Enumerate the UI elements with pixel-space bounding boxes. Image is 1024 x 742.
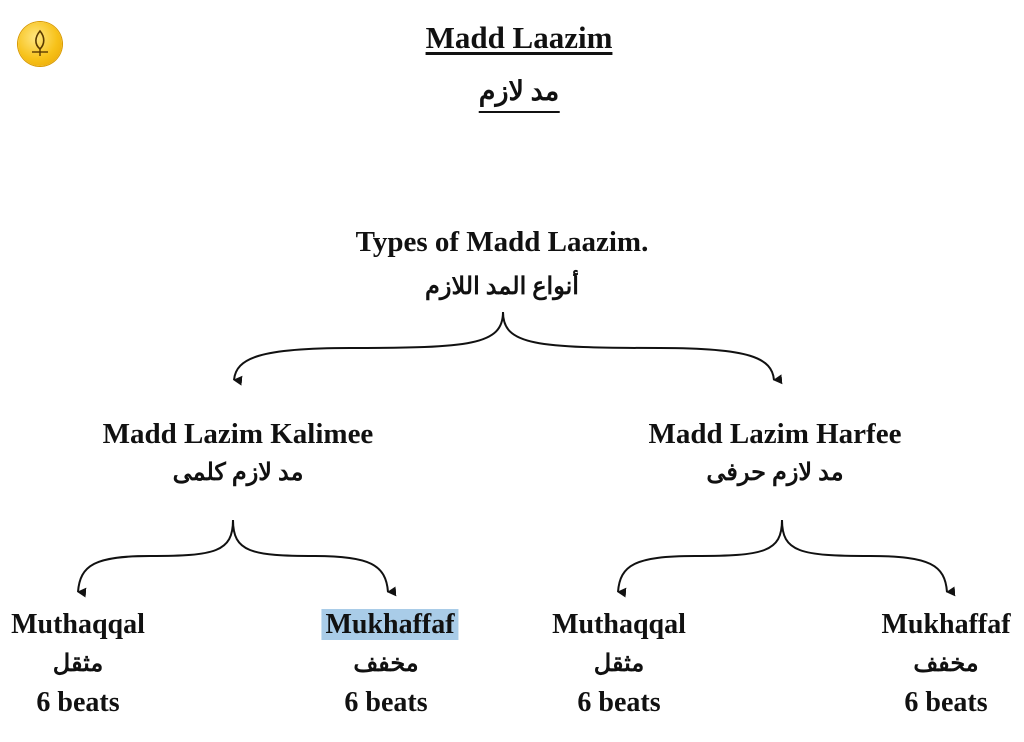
root-node-arabic: أنواع المد اللازم [425, 274, 579, 300]
leaf-kalimee-muthaqqal-title: Muthaqqal [11, 609, 145, 640]
branch-kalimee-arabic: مد لازم كلمى [172, 460, 304, 486]
branch-harfee-title: Madd Lazim Harfee [648, 418, 902, 450]
selection-highlight: Mukhaffaf [321, 609, 459, 640]
calligraphy-logo-icon [32, 29, 48, 56]
arrow-root-to-harfee [502, 311, 783, 385]
page-title-arabic: مد لازم [478, 76, 560, 113]
leaf-harfee-muthaqqal-title: Muthaqqal [552, 609, 686, 640]
arrow-root-to-kalimee [233, 311, 504, 386]
leaf-kalimee-muthaqqal-arabic: مثقل [52, 651, 104, 677]
logo-badge [18, 22, 62, 66]
leaf-kalimee-mukhaffaf-arabic: مخفف [353, 651, 419, 677]
leaf-harfee-mukhaffaf-arabic: مخفف [913, 651, 979, 677]
arrow-kalimee-to-muthaqqal [77, 519, 234, 598]
leaf-harfee-muthaqqal-arabic: مثقل [593, 651, 645, 677]
branch-kalimee-title: Madd Lazim Kalimee [102, 418, 374, 450]
arrow-kalimee-to-mukhaffaf [232, 519, 397, 597]
leaf-harfee-mukhaffaf-beats: 6 beats [904, 687, 988, 718]
page-title: Madd Laazim [425, 20, 613, 55]
leaf-harfee-muthaqqal-beats: 6 beats [577, 687, 661, 718]
branch-harfee-arabic: مد لازم حرفى [706, 460, 844, 486]
leaf-kalimee-mukhaffaf-title: Mukhaffaf [321, 609, 459, 641]
arrow-harfee-to-mukhaffaf [781, 519, 956, 597]
leaf-kalimee-mukhaffaf-beats: 6 beats [344, 687, 428, 718]
leaf-harfee-mukhaffaf-title: Mukhaffaf [881, 609, 1011, 640]
root-node-title: Types of Madd Laazim. [355, 226, 649, 258]
leaf-kalimee-muthaqqal-beats: 6 beats [36, 687, 120, 718]
arrow-harfee-to-muthaqqal [617, 519, 783, 598]
